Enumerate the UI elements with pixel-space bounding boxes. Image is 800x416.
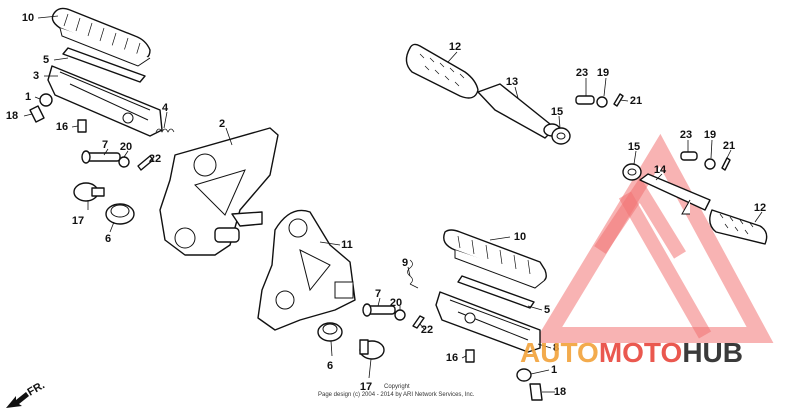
callout-21: 21 <box>630 95 642 107</box>
pin-7-right <box>362 303 396 317</box>
callout-21: 21 <box>723 140 735 152</box>
washer-19-upper <box>596 96 608 108</box>
bolt-17-right <box>359 339 385 360</box>
bolt-16-right <box>465 349 475 363</box>
front-direction-arrow: FR. <box>6 379 47 408</box>
callout-15: 15 <box>551 106 563 118</box>
cotter-pin-22-left <box>137 155 154 171</box>
pin-7-left <box>81 150 121 164</box>
watermark-brand: AUTOMOTOHUB <box>520 337 743 368</box>
left-footpeg-plate <box>62 47 146 83</box>
callout-7: 7 <box>375 288 381 300</box>
watermark-logo <box>533 133 774 343</box>
left-footpeg-rubber <box>51 7 151 67</box>
callout-5: 5 <box>43 54 49 66</box>
washer-19-lower <box>704 158 716 170</box>
footpeg-bracket-11 <box>257 209 356 331</box>
right-footpeg-holder <box>435 291 541 353</box>
callout-1: 1 <box>25 91 31 103</box>
callout-23: 23 <box>680 129 692 141</box>
callout-5: 5 <box>544 304 550 316</box>
callout-18: 18 <box>6 110 18 122</box>
copyright-notice: Page design (c) 2004 - 2014 by ARI Netwo… <box>318 392 475 398</box>
cotter-pin-21-lower <box>721 157 731 171</box>
callout-17: 17 <box>360 381 372 393</box>
callout-9: 9 <box>402 257 408 269</box>
cotter-pin-21-upper <box>613 93 624 107</box>
callout-12: 12 <box>449 41 461 53</box>
callout-20: 20 <box>390 297 402 309</box>
spring-4-left <box>155 128 175 133</box>
callout-8: 8 <box>553 342 559 354</box>
pin-23-upper <box>575 95 595 105</box>
callout-16: 16 <box>446 352 458 364</box>
callout-22: 22 <box>421 324 433 336</box>
right-footpeg-plate <box>457 275 535 309</box>
bolt-18-left <box>29 105 45 123</box>
bolt-18-right <box>529 383 543 401</box>
callout-11: 11 <box>341 239 353 251</box>
callout-20: 20 <box>120 141 132 153</box>
passenger-peg-arm-14 <box>639 173 711 215</box>
spring-9-right <box>407 259 419 289</box>
cap-1-right <box>516 368 532 382</box>
front-label: FR. <box>26 379 47 398</box>
watermark-auto: AUTO <box>520 337 599 368</box>
callout-7: 7 <box>102 139 108 151</box>
cotter-pin-22-right <box>412 315 425 329</box>
callout-6: 6 <box>105 233 111 245</box>
callout-17: 17 <box>72 215 84 227</box>
callout-3: 3 <box>33 70 39 82</box>
rubber-6-left <box>105 203 135 225</box>
pin-23-lower <box>680 151 698 161</box>
washer-15-lower <box>622 163 642 181</box>
passenger-peg-rubber-lower <box>709 209 768 245</box>
passenger-peg-arm-13 <box>477 83 561 139</box>
left-footpeg-holder <box>47 65 163 137</box>
passenger-peg-rubber-upper <box>405 43 479 99</box>
bolt-16-left <box>77 119 87 133</box>
callout-14: 14 <box>654 164 667 176</box>
callout-23: 23 <box>576 67 588 79</box>
callout-13: 13 <box>506 76 518 88</box>
callout-15: 15 <box>628 141 640 153</box>
right-footpeg-rubber <box>443 229 547 289</box>
callout-12: 12 <box>754 202 766 214</box>
bolt-17-left <box>73 182 105 202</box>
rubber-6-right <box>317 322 343 342</box>
callout-18: 18 <box>554 386 566 398</box>
cap-1-left <box>39 93 53 107</box>
callout-6: 6 <box>327 360 333 372</box>
callout-19: 19 <box>704 129 716 141</box>
leader-lines <box>23 15 763 393</box>
copyright-title: Copyright <box>384 384 410 390</box>
footpeg-bracket-2 <box>159 127 279 256</box>
callout-2: 2 <box>219 118 225 130</box>
callout-19: 19 <box>597 67 609 79</box>
washer-15-upper <box>551 127 571 145</box>
washer-20-right <box>394 309 406 321</box>
callout-10: 10 <box>514 231 526 243</box>
callout-4: 4 <box>162 102 169 114</box>
watermark-moto: MOTO <box>599 337 682 368</box>
washer-20-left <box>118 156 130 168</box>
watermark-hub: HUB <box>682 337 743 368</box>
callout-1: 1 <box>551 364 557 376</box>
callout-10: 10 <box>22 12 34 24</box>
callout-22: 22 <box>149 153 161 165</box>
callout-16: 16 <box>56 121 68 133</box>
